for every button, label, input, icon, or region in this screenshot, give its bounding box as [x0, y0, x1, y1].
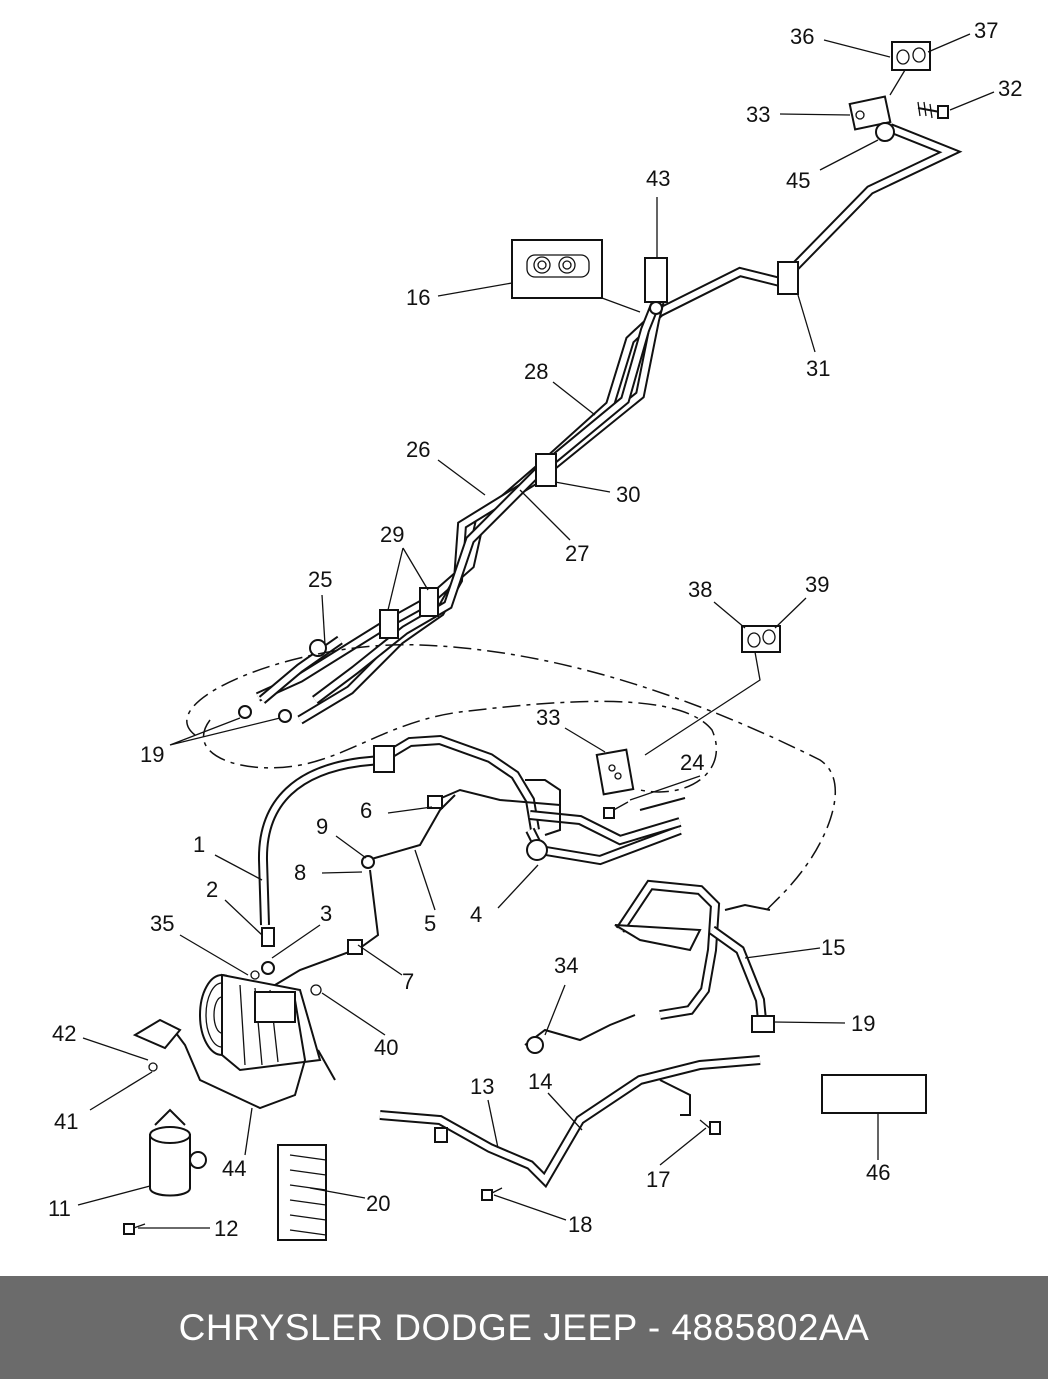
valve-block-33 [595, 748, 635, 796]
leader-lines [77, 33, 995, 1229]
callout-33-top: 33 [746, 102, 770, 127]
part-number-banner: CHRYSLER DODGE JEEP - 4885802AA [0, 1276, 1048, 1379]
part-number-caption: CHRYSLER DODGE JEEP - 4885802AA [178, 1306, 870, 1348]
callout-13: 13 [470, 1074, 494, 1099]
callout-5: 5 [424, 911, 436, 936]
callout-42: 42 [52, 1021, 76, 1046]
callout-39: 39 [805, 572, 829, 597]
line-clip-29b [419, 587, 439, 617]
callout-6: 6 [360, 798, 372, 823]
callout-46: 46 [866, 1160, 890, 1185]
line-clip-29a [379, 609, 399, 639]
callout-2: 2 [206, 877, 218, 902]
callout-9: 9 [316, 814, 328, 839]
grommet-43 [644, 257, 668, 303]
callout-17: 17 [646, 1167, 670, 1192]
callout-30: 30 [616, 482, 640, 507]
fitting-25 [309, 639, 327, 657]
callout-45: 45 [786, 168, 810, 193]
callout-15: 15 [821, 935, 845, 960]
callout-31: 31 [806, 356, 830, 381]
callout-19-lower: 19 [851, 1011, 875, 1036]
callout-3: 3 [320, 901, 332, 926]
callout-16: 16 [406, 285, 430, 310]
callout-33-mid: 33 [536, 705, 560, 730]
callout-1: 1 [193, 832, 205, 857]
front-lines [257, 734, 686, 986]
callout-8: 8 [294, 860, 306, 885]
callout-12: 12 [214, 1216, 238, 1241]
callout-26: 26 [406, 437, 430, 462]
expansion-valve-top [848, 69, 949, 142]
callout-29: 29 [380, 522, 404, 547]
callout-35: 35 [150, 911, 174, 936]
gasket-38-39 [741, 625, 781, 653]
callout-34: 34 [554, 953, 578, 978]
line-clip-30 [535, 453, 557, 487]
callout-37: 37 [974, 18, 998, 43]
condenser-20 [277, 1144, 327, 1241]
callout-27: 27 [565, 541, 589, 566]
callout-labels: 36 37 32 33 45 43 16 31 28 26 30 27 29 2… [48, 18, 1022, 1241]
callout-11: 11 [48, 1196, 71, 1221]
compressor-44 [132, 927, 336, 1110]
label-46 [821, 1074, 927, 1114]
callout-20: 20 [366, 1191, 390, 1216]
connector-16 [511, 239, 641, 313]
callout-24: 24 [680, 750, 704, 775]
callout-7: 7 [402, 969, 414, 994]
callout-38: 38 [688, 577, 712, 602]
callout-14: 14 [528, 1069, 552, 1094]
callout-44: 44 [222, 1156, 246, 1181]
callout-19-upper: 19 [140, 742, 164, 767]
accumulator-11 [123, 1108, 207, 1235]
callout-40: 40 [374, 1035, 398, 1060]
callout-32: 32 [998, 76, 1022, 101]
callout-41: 41 [54, 1109, 78, 1134]
callout-28: 28 [524, 359, 548, 384]
callout-43: 43 [646, 166, 670, 191]
line-clip-31 [777, 261, 799, 295]
callout-18: 18 [568, 1212, 592, 1237]
callout-36: 36 [790, 24, 814, 49]
rear-suction-discharge-lines [238, 123, 963, 725]
callout-4: 4 [470, 902, 482, 927]
routing-outline [186, 643, 836, 913]
callout-25: 25 [308, 567, 332, 592]
gasket-36-37 [891, 41, 931, 71]
lower-right-lines [379, 879, 775, 1201]
ac-plumbing-diagram: 36 37 32 33 45 43 16 31 28 26 30 27 29 2… [48, 18, 1022, 1241]
